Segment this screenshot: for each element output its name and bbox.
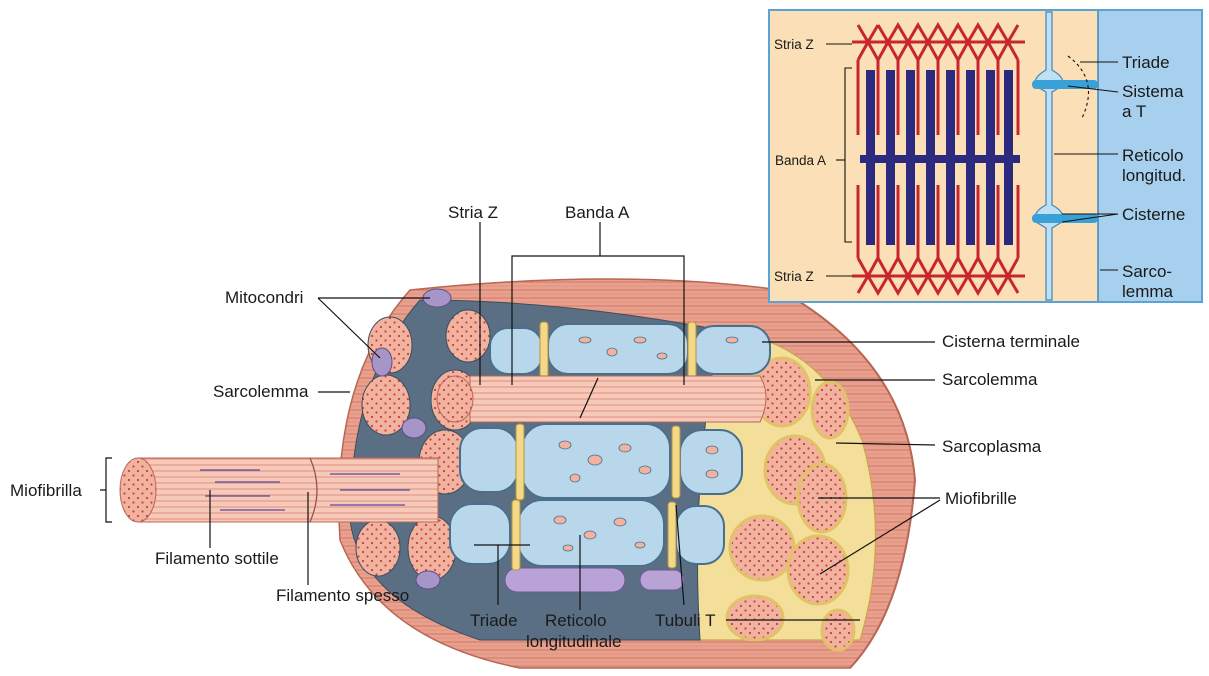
inset-label-reticolo-2: longitud.: [1122, 166, 1186, 185]
inset-label-sistema-1: Sistema: [1122, 82, 1184, 101]
label-stria-z: Stria Z: [448, 203, 498, 222]
label-cisterna-terminale: Cisterna terminale: [942, 332, 1080, 351]
mitochondrion: [402, 418, 426, 438]
myofibril-section: [730, 516, 794, 580]
myofibril-section: [812, 382, 848, 438]
myofibril-section: [822, 610, 854, 650]
label-sarcolemma-right: Sarcolemma: [942, 370, 1038, 389]
label-banda-a: Banda A: [565, 203, 630, 222]
sarcoplasmic-reticulum: [450, 324, 770, 566]
label-tubuli-t: Tubuli T: [655, 611, 715, 630]
label-reticolo-1: Reticolo: [545, 611, 606, 630]
inset-label-stria-z-bottom: Stria Z: [774, 269, 814, 284]
myofibril-section: [727, 596, 783, 640]
inset-label-sarco-2: lemma: [1122, 282, 1174, 301]
label-filamento-spesso: Filamento spesso: [276, 586, 409, 605]
mitochondrion: [505, 568, 625, 592]
label-sarcoplasma: Sarcoplasma: [942, 437, 1042, 456]
mitochondrion: [640, 570, 684, 590]
myofibril-section: [788, 536, 848, 604]
label-sarcolemma-left: Sarcolemma: [213, 382, 309, 401]
inset-label-banda-a: Banda A: [775, 153, 826, 168]
middle-myofibril: [437, 376, 766, 422]
inset-label-sarco-1: Sarco-: [1122, 262, 1172, 281]
inset-label-cisterne: Cisterne: [1122, 205, 1185, 224]
label-filamento-sottile: Filamento sottile: [155, 549, 279, 568]
inset-label-triade: Triade: [1122, 53, 1170, 72]
sarcomere-inset: Stria Z Banda A Stria Z Triade Sistema a…: [769, 10, 1202, 302]
inset-label-stria-z-top: Stria Z: [774, 37, 814, 52]
label-mitocondri: Mitocondri: [225, 288, 303, 307]
mitochondrion: [372, 348, 392, 376]
label-miofibrilla: Miofibrilla: [10, 481, 82, 500]
inset-label-reticolo-1: Reticolo: [1122, 146, 1183, 165]
label-miofibrille: Miofibrille: [945, 489, 1017, 508]
label-reticolo-2: longitudinale: [526, 632, 621, 651]
extruded-myofibril: [120, 458, 438, 522]
label-triade: Triade: [470, 611, 518, 630]
inset-label-sistema-2: a T: [1122, 102, 1146, 121]
mitochondrion: [416, 571, 440, 589]
